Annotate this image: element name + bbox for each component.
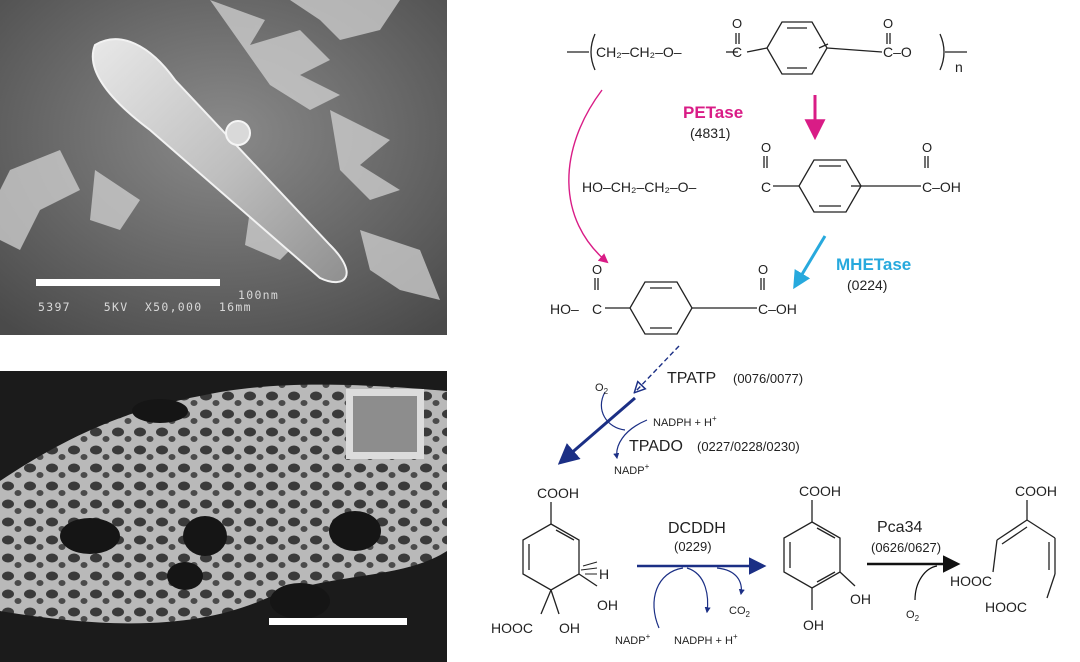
sem-micrograph-film — [0, 371, 447, 662]
tpado-arrow — [557, 396, 636, 465]
svg-text:C–OH: C–OH — [922, 179, 961, 195]
tpatp-code: (0076/0077) — [733, 371, 803, 386]
nadph-in-label: NADPH + H+ — [653, 414, 717, 429]
o2-uptake-arc-b — [914, 565, 938, 601]
svg-text:H: H — [599, 566, 609, 582]
scale-label: 100nm — [238, 288, 280, 302]
polymer-subscript: n — [955, 59, 963, 75]
scale-bar-bottom — [269, 618, 407, 625]
pet-polymer-structure — [567, 21, 967, 75]
pca34-code: (0626/0627) — [871, 540, 941, 555]
svg-text:C: C — [592, 301, 602, 317]
nadph-out-arc — [686, 567, 711, 614]
mhet-structure — [763, 156, 929, 213]
pet-polymer-labels: CH₂–CH₂–O– O C O C–O n — [596, 16, 963, 75]
svg-text:C–O: C–O — [883, 44, 912, 60]
tpado-code: (0227/0228/0230) — [697, 439, 800, 454]
mhetase-arrow — [793, 235, 827, 290]
protocatechuate-labels: COOH OH OH — [799, 483, 871, 633]
pet-degradation-pathway: CH₂–CH₂–O– O C O C–O n HO–CH₂–CH₂–O– O C… — [491, 16, 1057, 647]
tpatp-dashed-arrow — [635, 345, 680, 392]
nadp-in-label: NADP+ — [615, 632, 651, 647]
mhet-labels: HO–CH₂–CH₂–O– O C O C–OH — [582, 140, 961, 195]
svg-text:C: C — [732, 44, 742, 60]
carboxymuconate-labels: COOH HOOC HOOC — [950, 483, 1057, 615]
terephthalic-acid-structure — [594, 278, 765, 335]
nadph-in-arc — [613, 419, 648, 460]
svg-text:COOH: COOH — [537, 485, 579, 501]
svg-text:OH: OH — [850, 591, 871, 607]
protocatechuate-structure — [783, 500, 856, 610]
svg-text:C: C — [761, 179, 771, 195]
mhetase-code: (0224) — [847, 277, 887, 293]
svg-text:HOOC: HOOC — [985, 599, 1027, 615]
svg-text:O: O — [592, 262, 602, 277]
svg-text:OH: OH — [803, 617, 824, 633]
svg-text:O: O — [732, 16, 742, 31]
svg-text:HO–: HO– — [550, 301, 579, 317]
pca34-label: Pca34 — [877, 519, 922, 536]
petase-curve-arrow — [568, 89, 609, 264]
svg-text:OH: OH — [597, 597, 618, 613]
tpado-label: TPADO — [629, 438, 683, 455]
petase-label: PETase — [683, 103, 743, 122]
sem-caption: 5397 5KV X50,000 16mm — [38, 300, 252, 314]
svg-text:O: O — [761, 140, 771, 155]
dcddh-label: DCDDH — [668, 520, 726, 537]
o2-uptake-arc — [600, 391, 626, 431]
mhetase-label: MHETase — [836, 255, 911, 274]
co2-out-arc — [716, 567, 745, 596]
nadph-out-label: NADPH + H+ — [674, 632, 738, 647]
svg-text:OH: OH — [559, 620, 580, 636]
svg-text:CH₂–CH₂–O–: CH₂–CH₂–O– — [596, 44, 682, 60]
svg-text:O: O — [758, 262, 768, 277]
petase-code: (4831) — [690, 125, 730, 141]
sem-micrograph-bacterium: 5397 5KV X50,000 16mm 100nm — [0, 0, 447, 335]
scale-bar — [36, 279, 220, 286]
carboxymuconate-structure — [992, 500, 1056, 599]
dcd-labels: COOH H OH HOOC OH — [491, 485, 618, 636]
dcddh-code: (0229) — [674, 539, 712, 554]
film-image — [0, 371, 447, 662]
svg-text:COOH: COOH — [1015, 483, 1057, 499]
o2-label-b: O2 — [906, 609, 920, 623]
dcd-structure — [522, 502, 598, 615]
svg-text:HOOC: HOOC — [491, 620, 533, 636]
svg-text:HOOC: HOOC — [950, 573, 992, 589]
svg-text:C–OH: C–OH — [758, 301, 797, 317]
co2-label: CO2 — [729, 605, 751, 619]
nadp-out-label: NADP+ — [614, 462, 650, 477]
svg-text:O: O — [922, 140, 932, 155]
nadp-in-arc — [653, 567, 684, 629]
o2-label-a: O2 — [595, 382, 609, 396]
terephthalic-acid-labels: HO– O C O C–OH — [550, 262, 797, 317]
svg-text:O: O — [883, 16, 893, 31]
tpatp-label: TPATP — [667, 370, 716, 387]
svg-text:COOH: COOH — [799, 483, 841, 499]
svg-text:HO–CH₂–CH₂–O–: HO–CH₂–CH₂–O– — [582, 179, 697, 195]
